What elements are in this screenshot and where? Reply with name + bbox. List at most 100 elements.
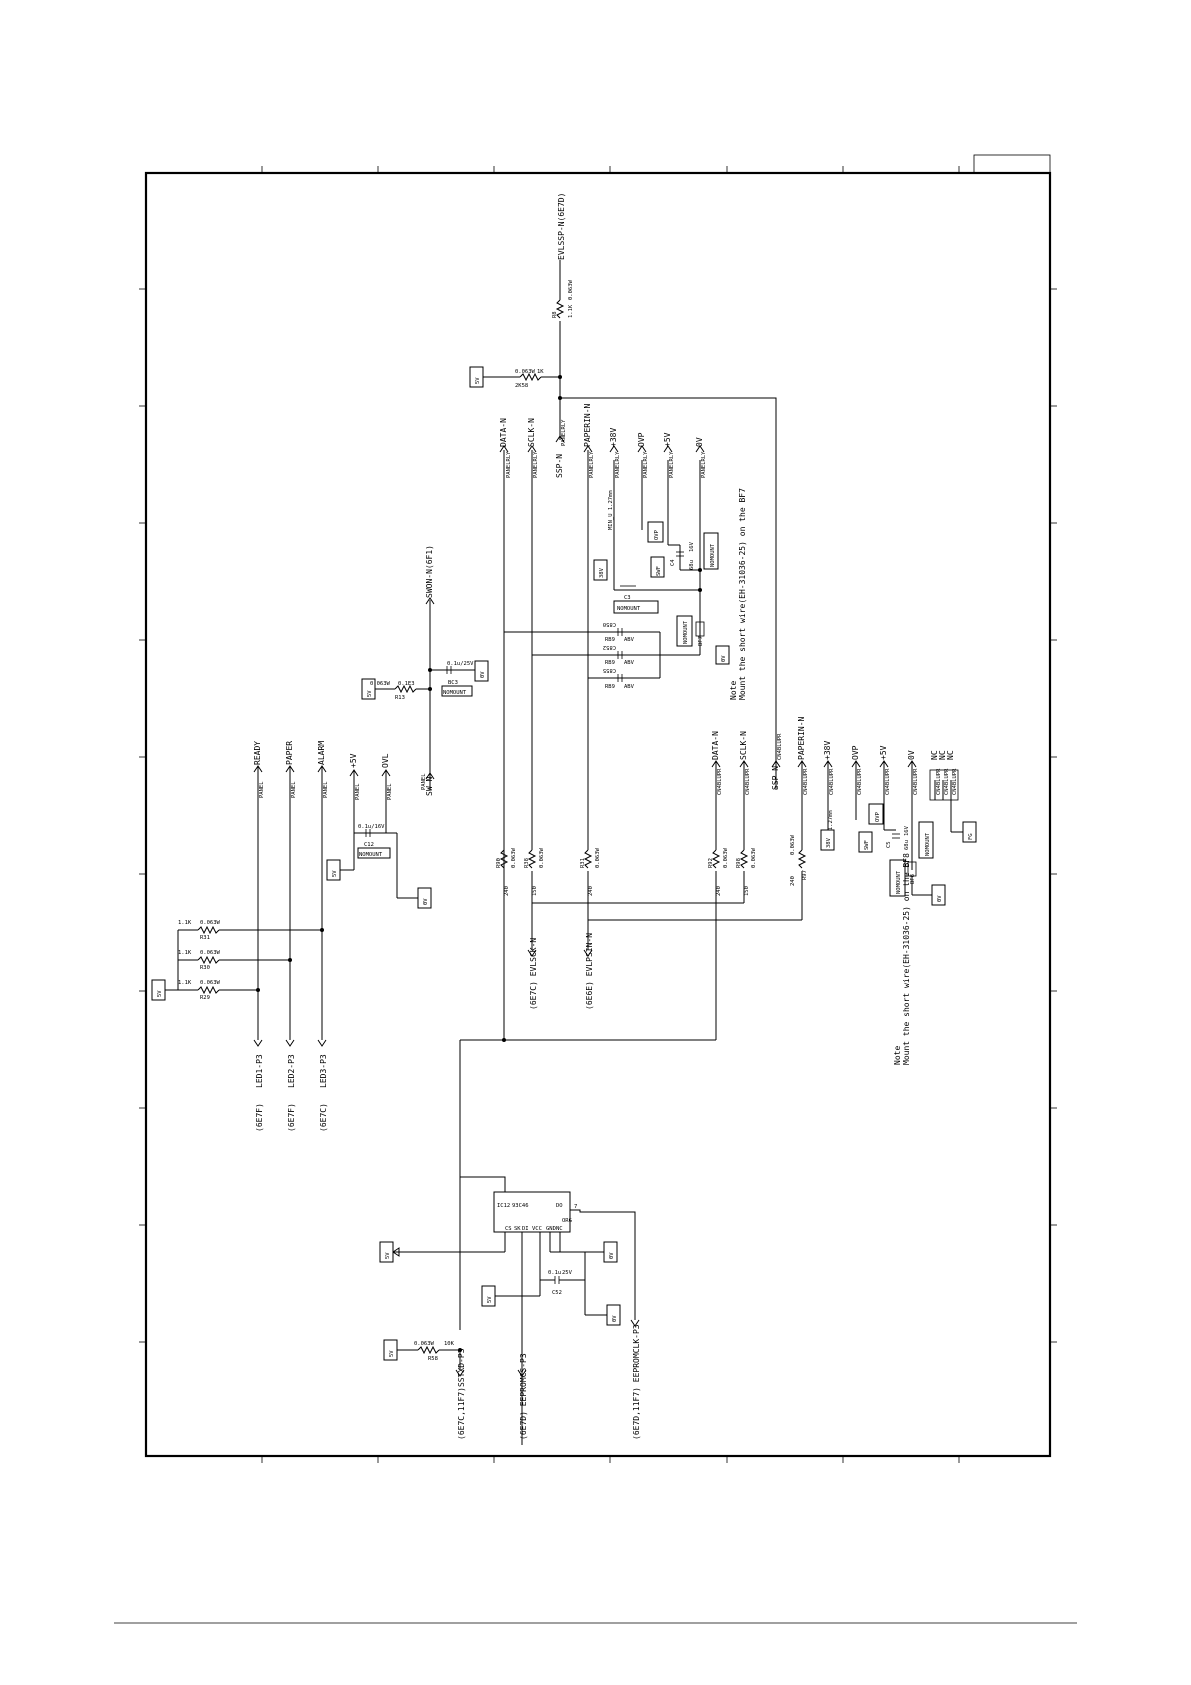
top-note-title: Note [729,681,738,700]
eeprom-rail-0v-b: 0V [612,1315,618,1322]
eeprom-pin-gnd: GND [546,1226,556,1232]
term-r6-power: 0.063W [790,834,796,855]
top-c3-value: NOMOUNT [617,606,641,612]
bot-pin-tag-1: CN4BLUPR [717,768,723,795]
top-signal-sclk-n: SCLK-N [527,418,536,447]
panel-outputs: READY PAPER ALARM +5V OVL SW N PANEL PAN… [253,741,435,1040]
swon-rail-0v: 0V [480,671,486,678]
swon-label: SWON-N(6F1) [425,545,434,598]
top-c3-ref: C3 [624,595,631,601]
r8-value: 1.1K [568,304,574,318]
bot-signal-nc-2: NC [938,750,947,760]
led-r3-spec: 1.1K [178,980,192,986]
bot-rail-38v: 38V [826,837,832,848]
top-rail-0v: 0V [721,655,727,662]
top-pin-tag-2: PANELRLY [533,451,539,478]
bot-note-text: Mount the short wire(EH-31036-25) on the… [902,853,911,1065]
term-r6-value: 240 [790,876,796,886]
eeprom-rail-5v-b: 5V [487,1296,493,1303]
bot-pin-tag-5: CN4BLUPR [829,768,835,795]
top-note-text: Mount the short wire(EH-31036-25) on the… [738,488,747,700]
r6-value: 2K58 [515,383,528,389]
panel-c12-note: 0.1u/16V [358,824,385,830]
eeprom-net-cs: (6E7D) EEPROMCS-P3 [519,1353,528,1440]
led-r3-power: 0.063W [200,980,221,986]
connector-top: PANELRLY PANELRLY PANELRLY PANELRLY PANE… [499,396,777,990]
led-r2-spec: 1.1K [178,950,192,956]
bot-signal-nc-1: NC [930,750,939,760]
bot-rail-fg: FG [968,833,974,840]
eeprom-pin-cs: CS [505,1226,512,1232]
top-signal-ssp-n: SSP-N [555,454,564,478]
eeprom-pin-sk: SK [514,1226,521,1232]
eeprom-cap-ref: C52 [552,1290,562,1296]
bot-signal-sclk-n: SCLK-N [739,731,748,760]
top-fb-ref: BF7 [698,636,704,646]
swon-nomount: NOMOUNT [443,690,467,696]
bot-signal-paperin-n: PAPERIN-N [797,716,806,760]
top-signal-ovp: OVP [637,432,646,447]
top-fb-value: NOMOUNT [683,620,689,644]
top-c4-value: 68u [689,560,695,570]
panel-tag-3: PANEL [323,781,329,798]
filter-cap-1-note: ABV [624,637,635,643]
bot-signal-38v: +38V [823,741,832,760]
panel-signal-ovl: OVL [381,753,390,768]
filter-cap-2-res: RB9 [605,660,615,666]
panel-signal-alarm: ALARM [317,741,326,765]
bot-pin-tag-9: CN4BLUPR [936,768,942,795]
eeprom-ic12: IC12 93C46 CS SK DI VCC GND NC DO ORG 5V… [379,1040,641,1445]
panel-signal-5v: +5V [349,753,358,768]
term-r1-ref: R90 [496,858,502,868]
filter-cap-3-note: ABV [624,684,635,690]
panel-tag-2: PANEL [291,781,297,798]
led-resistor-group: 5V 1.1K 0.063W R31 1.1K 0.063W R30 1.1K … [151,920,328,1132]
r8-power: 0.063W [568,279,574,300]
connector-bottom: DATA-N SCLK-N SSP-N PAPERIN-N +38V OVP +… [711,716,977,1065]
bot-fb-ref: BF8 [910,874,916,884]
bot-signal-5v: +5V [879,745,888,760]
top-pin-tag-8: PANELRLY [701,451,707,478]
filter-cap-3-res: RB9 [605,684,615,690]
pullup-5v-rail: 5V [475,377,481,384]
term-r5-value: 150 [744,886,750,896]
top-signal-paperin-n: PAPERIN-N [583,403,592,447]
r6-power: 0.063W [515,369,536,375]
bot-rail-swf: SWF [864,840,870,850]
panel-tag-6: PANEL [421,773,427,790]
term-r2-power: 0.063W [539,847,545,868]
swon-cap-value: 0.1u/25V [447,661,474,667]
led-r1-spec: 1.1K [178,920,192,926]
bot-rail-0v: 0V [937,895,943,902]
termination-resistors: R90 240 0.063W R38 150 0.063W R31 240 0.… [460,834,808,1042]
top-signal-5v: +5V [663,432,672,447]
panel-rail-5v: 5V [332,870,338,877]
eeprom-pin-di: DI [522,1226,529,1232]
bot-signal-ovp: OVP [851,745,860,760]
eeprom-net-clk: (6E7D,11F7) EEPROMCLK-P3 [632,1324,641,1440]
term-r2-value: 150 [532,886,538,896]
eeprom-pin-vcc: VCC [532,1226,542,1232]
top-pin-tag-6: PANELRLY [643,451,649,478]
top-pin-tag-4: PANELRLY [589,451,595,478]
bot-pin-tag-10: CN4BLUPR [944,768,950,795]
term-r4-value: 240 [716,886,722,896]
top-signal-data-n: DATA-N [499,418,508,447]
bot-c5-ref: C5 [886,841,892,848]
top-pin-tag-5: PANELRLY [615,451,621,478]
eeprom-res-value: 10K [444,1341,455,1347]
eeprom-pin-org: ORG [562,1218,572,1224]
eeprom-res-ref: R58 [428,1356,438,1362]
bot-rail-nomount: NOMOUNT [925,832,931,856]
bot-pin-tag-7: CN4BLUPR [885,768,891,795]
panel-tag-1: PANEL [259,781,265,798]
term-r3-power: 0.063W [595,847,601,868]
term-r1-power: 0.063W [511,847,517,868]
eeprom-pin-num-7: 7 [574,1204,577,1210]
top-rail-nomount: NOMOUNT [710,543,716,567]
term-r5-ref: R98 [736,858,742,868]
top-c4-voltage: 16V [689,541,695,552]
top-rail-ovp: OVP [654,529,660,540]
panel-c12-ref: C12 [364,842,374,848]
swon-group: SWON-N(6F1) 5V 0.063W R13 0.1E3 0.1u/25V… [361,545,489,790]
